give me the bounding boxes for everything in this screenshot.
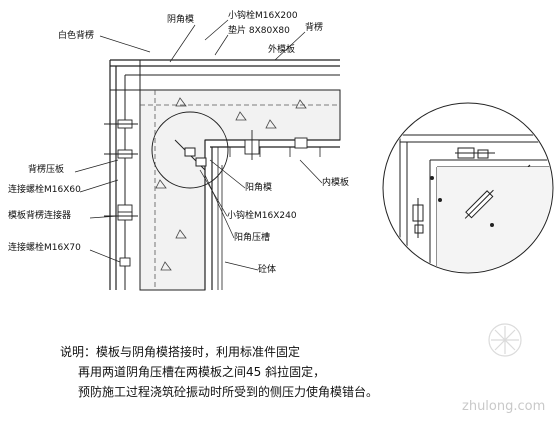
label-small-pin-top: 小钩栓M16X200	[228, 9, 298, 21]
label-yin-corner-mold: 阴角模	[167, 13, 194, 25]
inner-formwork	[204, 139, 340, 290]
label-back-ridge-plate: 背楞压板	[28, 163, 64, 175]
label-conn-bolt-60: 连接螺栓M16X60	[8, 183, 81, 195]
note-line-2: 再用两道阴角压槽在两模板之间45 斜拉固定，	[78, 364, 325, 379]
top-bolts	[244, 130, 308, 160]
label-back-ridge: 背楞	[305, 21, 323, 33]
note-line-3: 预防施工过程浇筑砼振动时所受到的侧压力使角模错台。	[78, 384, 378, 399]
watermark-site: zhulong.com	[462, 399, 545, 414]
outer-formwork	[109, 59, 340, 290]
label-corner-press-groove: 阳角压槽	[234, 231, 270, 243]
label-form-conn: 模板背楞连接器	[8, 209, 71, 221]
left-bolts	[104, 119, 138, 267]
label-yang-corner-mold: 阳角模	[245, 181, 272, 193]
note-line-1: 说明：模板与阴角模搭接时，利用标准件固定	[60, 344, 300, 359]
label-white-bracket: 白色背楞	[58, 29, 94, 41]
corner-brace	[174, 139, 207, 171]
watermark-logo	[488, 323, 522, 357]
label-conn-bolt-70: 连接螺栓M16X70	[8, 241, 81, 253]
label-washer: 垫片 8X80X80	[228, 24, 290, 36]
label-small-pin-240: 小钩栓M16X240	[227, 209, 297, 221]
label-inner-form: 内模板	[322, 176, 349, 188]
concrete-wall-body	[139, 89, 341, 291]
detail-enlarged-view	[382, 102, 554, 274]
label-outer-form: 外模板	[268, 43, 295, 55]
detail-callout-circle	[151, 111, 229, 189]
label-wall-body: 砼体	[258, 263, 276, 275]
